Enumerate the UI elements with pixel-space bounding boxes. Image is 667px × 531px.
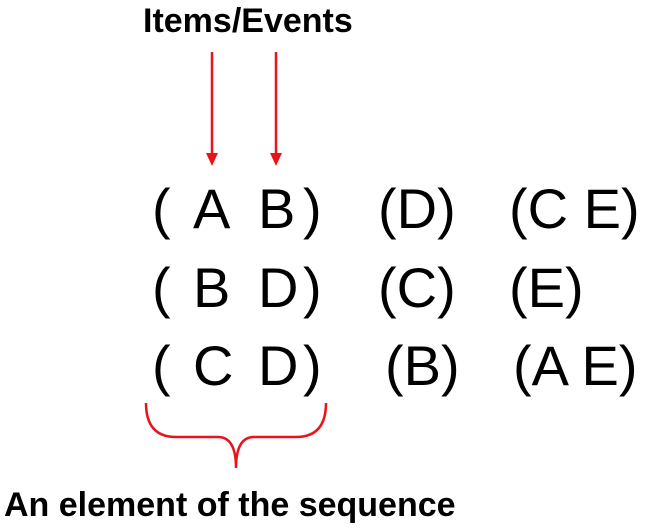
element-brace (144, 402, 328, 469)
row2-item-b: B (193, 256, 231, 319)
row3-close-paren: ) (303, 334, 322, 397)
items-events-label: Items/Events (143, 2, 353, 40)
row1-open-paren: ( (152, 177, 171, 240)
row1-element-3: (C E) (509, 177, 640, 240)
arrow-to-item-b (270, 52, 282, 166)
row2-element-2: (C) (378, 256, 456, 319)
row3-element-3: (A E) (513, 334, 638, 397)
arrow-to-item-a (206, 52, 218, 166)
row1-item-a: A (193, 177, 231, 240)
row3-open-paren: ( (152, 334, 171, 397)
row1-close-paren: ) (303, 177, 322, 240)
row3-item-c: C (193, 334, 234, 397)
row1-element-2: (D) (378, 177, 456, 240)
row3-item-d: D (258, 334, 299, 397)
row2-open-paren: ( (152, 256, 171, 319)
sequence-element-label: An element of the sequence (4, 486, 456, 524)
row1-item-b: B (258, 177, 296, 240)
row2-item-d: D (258, 256, 299, 319)
row2-close-paren: ) (303, 256, 322, 319)
row2-element-3: (E) (509, 256, 584, 319)
row3-element-2: (B) (385, 334, 460, 397)
